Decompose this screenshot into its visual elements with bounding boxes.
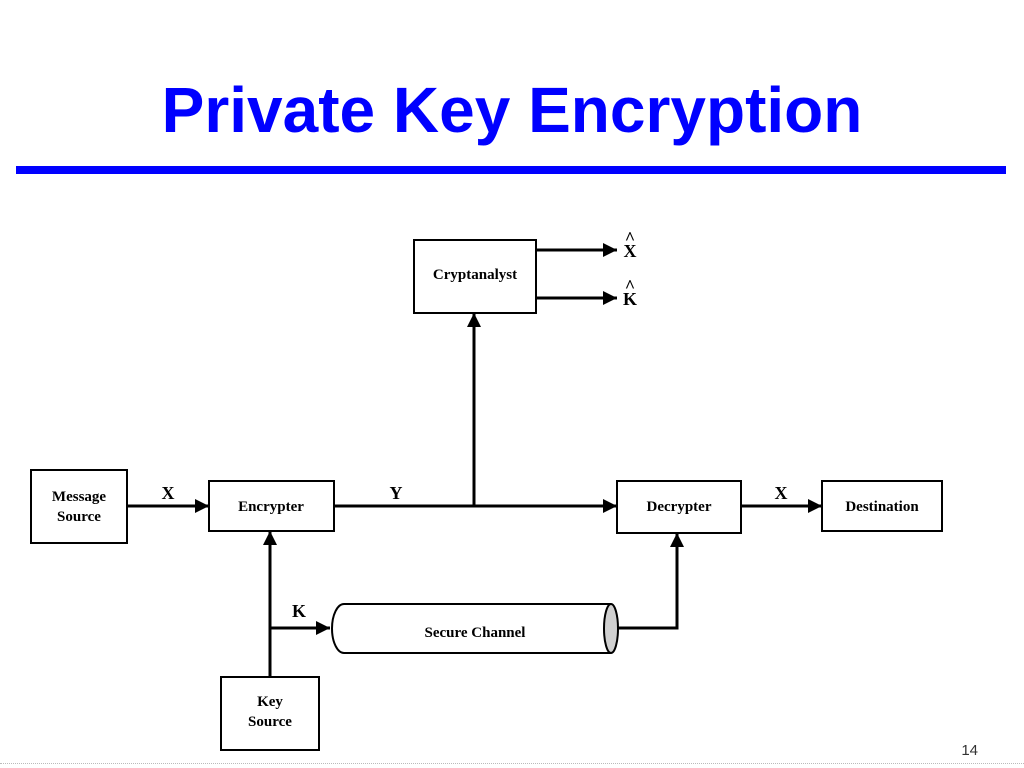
- x-estimate-hat: ^: [625, 228, 635, 248]
- key-source-box: [220, 676, 320, 751]
- destination-box: [821, 480, 943, 532]
- encrypter-box: [208, 480, 335, 532]
- k-estimate-letter: K: [623, 289, 637, 309]
- title-underline: [16, 166, 1006, 174]
- secure-channel-label: Secure Channel: [425, 625, 526, 641]
- decrypter-label: Decrypter: [647, 499, 712, 515]
- message-source-box: [30, 469, 128, 544]
- secure-channel-pipe: [331, 603, 619, 654]
- x-estimate-letter: X: [624, 241, 637, 261]
- message-source-label-line1: Message: [52, 489, 106, 505]
- encrypter-label: Encrypter: [238, 499, 304, 515]
- key-label: K: [292, 601, 306, 621]
- ciphertext-label: Y: [390, 483, 403, 503]
- k-estimate-hat: ^: [625, 276, 635, 296]
- key-source-label-line1: Key: [257, 694, 283, 710]
- destination-label: Destination: [845, 499, 919, 515]
- cryptanalyst-label: Cryptanalyst: [433, 267, 517, 283]
- arrow-secure-channel-to-decrypter: [618, 533, 684, 630]
- plaintext-in-label: X: [162, 483, 175, 503]
- page-number: 14: [961, 742, 978, 759]
- plaintext-out-label: X: [775, 483, 788, 503]
- message-source-label-line2: Source: [57, 509, 101, 525]
- slide-title: Private Key Encryption: [161, 74, 863, 146]
- decrypter-box: [616, 480, 742, 534]
- footer-divider: [0, 763, 1024, 765]
- cryptanalyst-box: [413, 239, 537, 314]
- key-source-label-line2: Source: [248, 714, 292, 730]
